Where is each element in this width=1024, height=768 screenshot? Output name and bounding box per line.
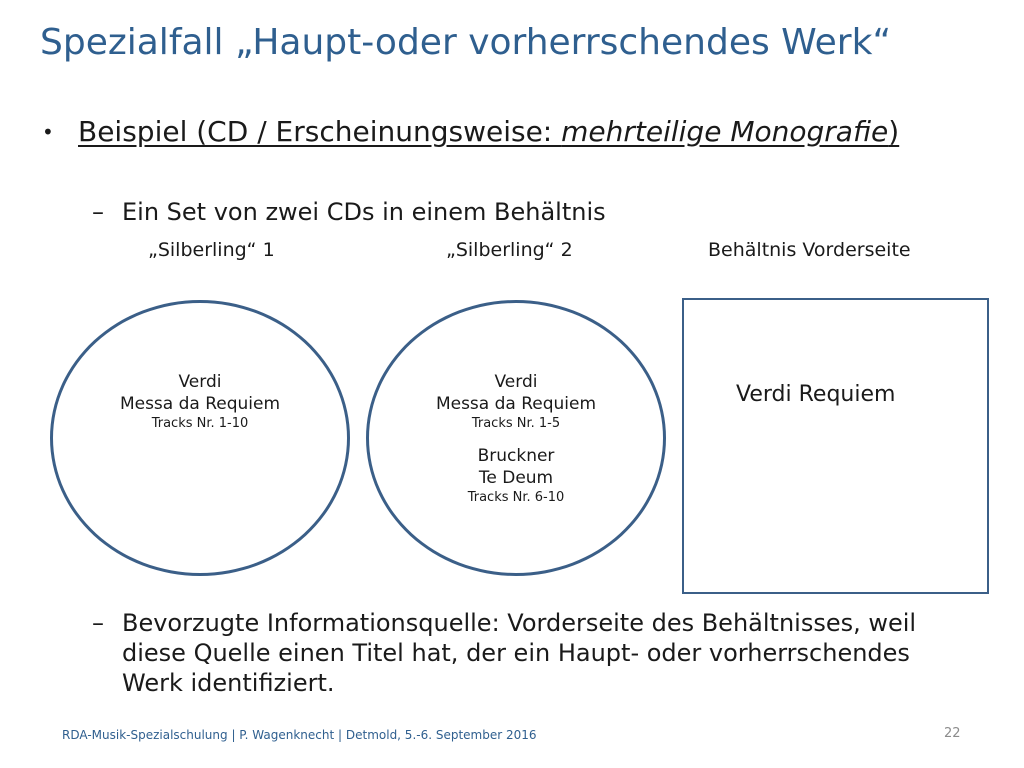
case-front-box: Verdi Requiem xyxy=(682,298,989,594)
cd-2-tracks-2: Tracks Nr. 6-10 xyxy=(467,490,565,505)
bottom-bullet-text: Bevorzugte Informationsquelle: Vordersei… xyxy=(122,609,917,697)
cd-2-work-1: Messa da Requiem xyxy=(435,394,597,414)
caption-cd-2: „Silberling“ 2 xyxy=(446,239,573,261)
cd-disc-1: Verdi Messa da Requiem Tracks Nr. 1-10 xyxy=(50,300,350,576)
bottom-bullet: – Bevorzugte Informationsquelle: Vorders… xyxy=(92,608,922,698)
cd-1-tracks: Tracks Nr. 1-10 xyxy=(151,416,249,431)
cd-2-tracks-1: Tracks Nr. 1-5 xyxy=(471,416,561,431)
cd-2-composer-2: Bruckner xyxy=(477,446,555,466)
cd-2-composer-1: Verdi xyxy=(494,372,538,392)
sub-bullet-marker: – xyxy=(92,198,104,226)
bullet-text-emphasis: mehrteilige Monografie xyxy=(561,115,889,148)
cd-1-work: Messa da Requiem xyxy=(119,394,281,414)
slide-title: Spezialfall „Haupt-oder vorherrschendes … xyxy=(40,22,892,63)
cd-2-work-2: Te Deum xyxy=(478,468,554,488)
page-number: 22 xyxy=(944,726,961,741)
bullet-text-part2: ) xyxy=(888,115,900,148)
caption-cd-1: „Silberling“ 1 xyxy=(148,239,275,261)
cd-1-label: Verdi Messa da Requiem Tracks Nr. 1-10 xyxy=(53,371,347,433)
sub-bullet-text: Ein Set von zwei CDs in einem Behältnis xyxy=(122,198,606,226)
caption-case-front: Behältnis Vorderseite xyxy=(708,239,911,261)
main-bullet: • Beispiel (CD / Erscheinungsweise: mehr… xyxy=(42,112,902,152)
main-bullet-text: Beispiel (CD / Erscheinungsweise: mehrte… xyxy=(78,112,902,152)
cd-2-label: Verdi Messa da Requiem Tracks Nr. 1-5 Br… xyxy=(369,371,663,507)
bottom-bullet-marker: – xyxy=(92,609,104,637)
bullet-marker: • xyxy=(42,120,54,144)
cd-1-composer: Verdi xyxy=(178,372,222,392)
bullet-text-part1: Beispiel (CD / Erscheinungsweise: xyxy=(78,115,562,148)
cd-disc-2: Verdi Messa da Requiem Tracks Nr. 1-5 Br… xyxy=(366,300,666,576)
sub-bullet: –Ein Set von zwei CDs in einem Behältnis xyxy=(92,198,606,226)
footer: RDA-Musik-Spezialschulung | P. Wagenknec… xyxy=(62,728,537,742)
case-front-title: Verdi Requiem xyxy=(736,382,896,407)
